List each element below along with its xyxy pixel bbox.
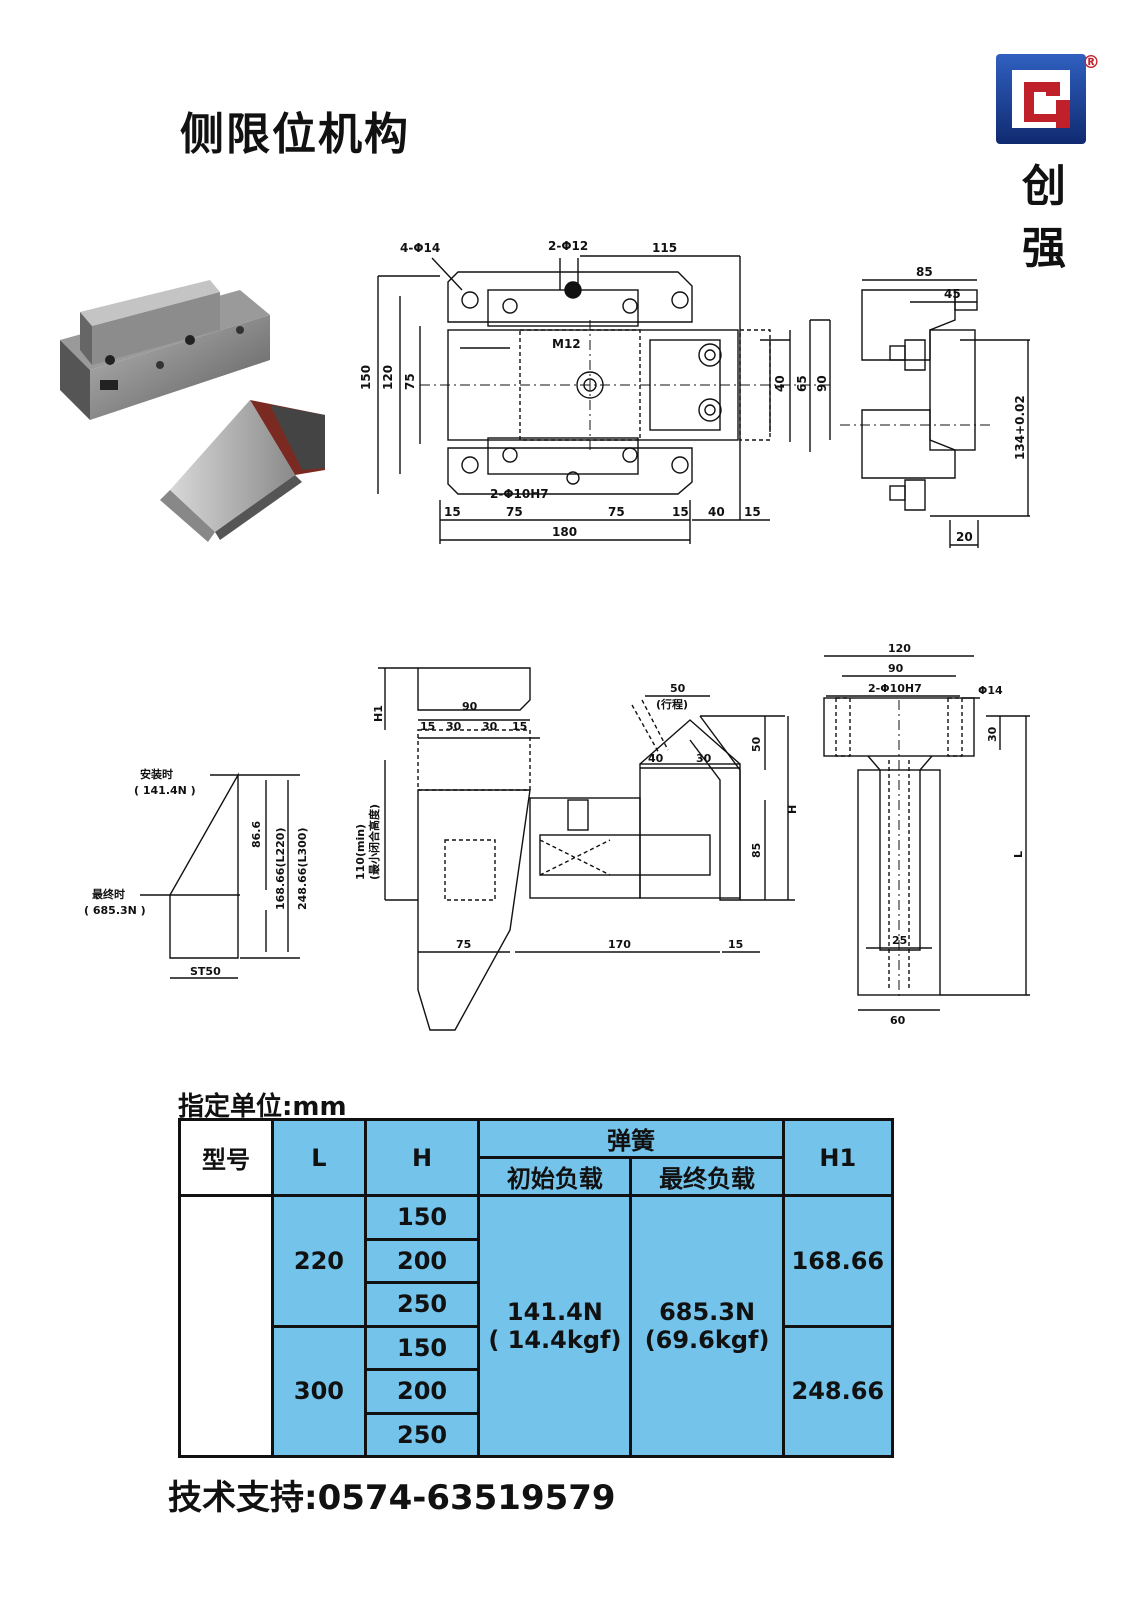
- initial-load-cell: 141.4N ( 14.4kgf): [477, 1194, 633, 1458]
- h-cell: 150: [363, 1194, 481, 1241]
- dim-40v: 40: [773, 375, 787, 392]
- dim-4phi14: 4-Φ14: [400, 241, 440, 255]
- dim-30b: 30: [482, 720, 498, 733]
- product-photo: [60, 280, 325, 542]
- dim-45: 45: [944, 287, 961, 301]
- dim-2phi10h7: 2-Φ10H7: [490, 487, 549, 501]
- side-view: [840, 279, 1030, 548]
- technical-drawings: 4-Φ14 2-Φ12 115 M12 150 120 75 40 65 90 …: [84, 239, 1030, 1031]
- dim-150: 150: [359, 365, 373, 390]
- install-force: ( 141.4N ): [134, 784, 196, 797]
- l-220: 220: [270, 1194, 367, 1328]
- closed-height: 110(min): [354, 824, 367, 880]
- dim-25: 25: [892, 934, 907, 947]
- final-label: 最终时: [92, 887, 125, 901]
- dim-120: 120: [381, 365, 395, 390]
- dim-75: 75: [456, 938, 471, 951]
- unit-label: 指定单位:mm: [178, 1092, 347, 1122]
- assembly-view: [378, 667, 795, 1031]
- dim-85: 85: [916, 265, 933, 279]
- spec-table: 型号 L H 弹簧 H1 初始负载 最终负载 220 150 141.4N ( …: [178, 1118, 895, 1458]
- install-label: 安装时: [140, 767, 173, 781]
- dim-h: H: [786, 805, 799, 814]
- dim-75a: 75: [506, 505, 523, 519]
- dim-180: 180: [552, 525, 577, 539]
- l-300: 300: [270, 1324, 367, 1458]
- dim-75v: 75: [403, 373, 417, 390]
- h-cell: 200: [363, 1237, 481, 1284]
- model-cell: [178, 1194, 274, 1458]
- header-h1: H1: [781, 1118, 895, 1197]
- dim-90v: 90: [815, 375, 829, 392]
- dim-85: 85: [750, 843, 763, 858]
- dim-75b: 75: [608, 505, 625, 519]
- force-diagram: [140, 772, 300, 979]
- dim-15c: 15: [728, 938, 743, 951]
- dim-134: 134+0.02: [1013, 395, 1027, 460]
- dim-2phi10h7: 2-Φ10H7: [868, 682, 922, 695]
- dim-20: 20: [956, 530, 973, 544]
- final-load-kgf: (69.6kgf): [644, 1326, 770, 1354]
- dim-60: 60: [890, 1014, 906, 1027]
- dim-30: 30: [986, 726, 999, 742]
- page-title: 侧限位机构: [180, 109, 410, 160]
- header-model: 型号: [178, 1118, 274, 1197]
- dim-90: 90: [888, 662, 904, 675]
- dim-50: 50: [670, 682, 686, 695]
- initial-load-kgf: ( 14.4kgf): [488, 1326, 622, 1354]
- final-load-cell: 685.3N (69.6kgf): [629, 1194, 785, 1458]
- header-initial-load: 初始负载: [477, 1156, 633, 1197]
- dim-2phi12: 2-Φ12: [548, 239, 588, 253]
- h-cell: 250: [363, 1411, 481, 1458]
- dim-15a: 15: [444, 505, 461, 519]
- header-spring: 弹簧: [477, 1118, 785, 1159]
- dim-170: 170: [608, 938, 631, 951]
- plan-view: [377, 255, 831, 544]
- brand-char-2: 强: [1022, 223, 1066, 274]
- h1-248: 248.66: [781, 1324, 895, 1458]
- dim-l220: 168.66(L220): [274, 828, 287, 910]
- registered-mark: ®: [1082, 52, 1100, 73]
- h-cell: 200: [363, 1368, 481, 1415]
- dim-l300: 248.66(L300): [296, 828, 309, 910]
- h-cell: 250: [363, 1281, 481, 1328]
- dim-40h: 40: [708, 505, 725, 519]
- header-l: L: [270, 1118, 367, 1197]
- dim-15c: 15: [744, 505, 761, 519]
- dim-86-6: 86.6: [250, 821, 263, 848]
- dim-40: 40: [648, 752, 664, 765]
- dim-120: 120: [888, 642, 911, 655]
- header-h: H: [363, 1118, 481, 1197]
- dim-90: 90: [462, 700, 478, 713]
- h1-168: 168.66: [781, 1194, 895, 1328]
- tech-support: 技术支持:0574-63519579: [168, 1478, 616, 1518]
- stroke-note: (行程): [656, 697, 688, 711]
- dim-65v: 65: [795, 375, 809, 392]
- dim-h1: H1: [372, 705, 385, 722]
- closed-height-note: (最小闭合高度): [367, 804, 381, 880]
- header-final-load: 最终负载: [629, 1156, 785, 1197]
- dim-30c: 30: [696, 752, 712, 765]
- end-view: [823, 655, 1030, 1011]
- dim-15b: 15: [512, 720, 527, 733]
- dim-50v: 50: [750, 736, 763, 752]
- dim-15a: 15: [420, 720, 435, 733]
- final-load-n: 685.3N: [659, 1298, 756, 1326]
- dim-30a: 30: [446, 720, 462, 733]
- dim-l: L: [1012, 851, 1025, 858]
- dim-115: 115: [652, 241, 677, 255]
- final-force: ( 685.3N ): [84, 904, 146, 917]
- brand-char-1: 创: [1022, 161, 1066, 212]
- brand-logo-icon: [996, 54, 1086, 144]
- dim-m12: M12: [552, 337, 581, 351]
- stroke-st50: ST50: [190, 965, 221, 978]
- initial-load-n: 141.4N: [506, 1298, 603, 1326]
- dim-15b: 15: [672, 505, 689, 519]
- h-cell: 150: [363, 1324, 481, 1371]
- dim-phi14: Φ14: [978, 684, 1003, 697]
